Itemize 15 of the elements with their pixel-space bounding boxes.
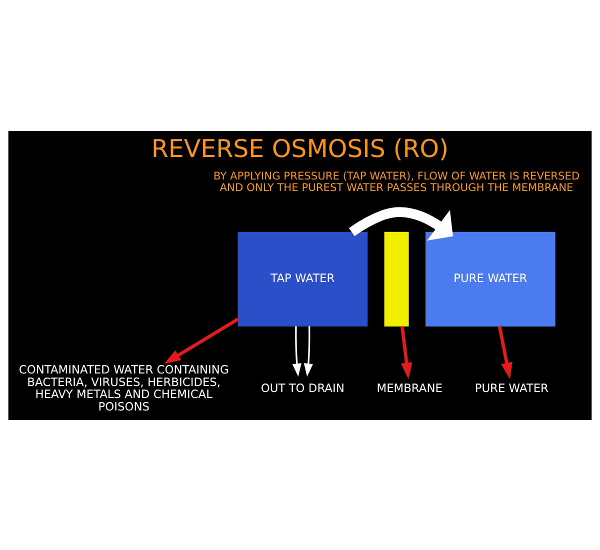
diagram-title: REVERSE OSMOSIS (RO) — [151, 134, 449, 163]
arrow — [164, 317, 239, 364]
label: BY APPLYING PRESSURE (TAP WATER), FLOW OF WATER IS REVERSED AND ONLY THE PUREST WATER PASSES THROUGH THE MEMBRANE — [213, 168, 580, 194]
arrow — [292, 326, 302, 376]
node-text: OUT TO DRAIN — [260, 380, 344, 394]
arrow — [498, 325, 512, 379]
node-text: PURE WATER — [474, 380, 548, 394]
arrow — [304, 326, 313, 376]
node-bar — [384, 231, 409, 326]
node-box: PURE WATER — [426, 231, 556, 326]
node-text: MEMBRANE — [376, 380, 442, 394]
node-box: TAP WATER — [238, 231, 368, 326]
arrow — [400, 325, 412, 379]
arrow — [348, 206, 453, 240]
node-text: CONTAMINATED WATER CONTAINING BACTERIA, VIRUSES, HERBICIDES, HEAVY METALS AND CHEMICAL POISONS — [18, 362, 229, 413]
